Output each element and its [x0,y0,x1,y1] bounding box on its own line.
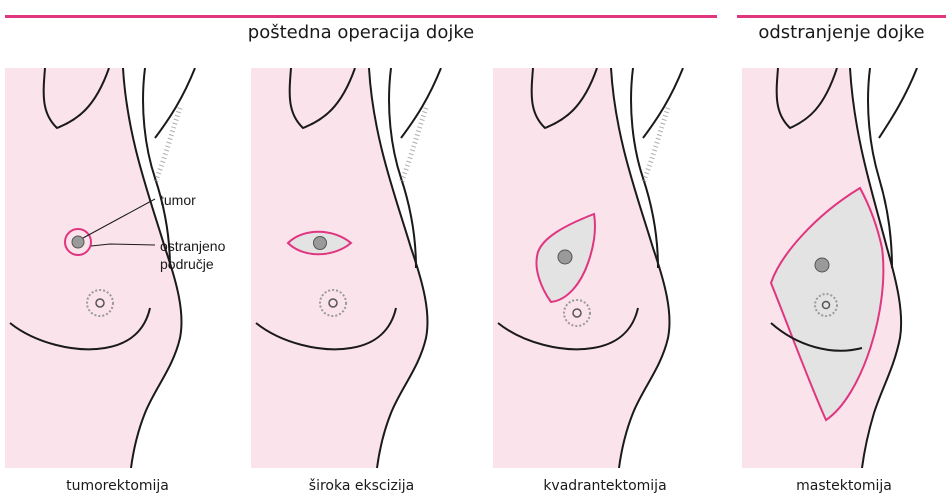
tumor [72,236,84,248]
removed-area-label-line1: ostranjeno [160,237,225,255]
caption-wide-excision: široka ekscizija [251,478,472,494]
tumor [815,258,829,272]
caption-mastectomy: mastektomija [742,478,946,494]
tumor [558,250,572,264]
caption-lumpectomy: tumorektomija [5,478,230,494]
panel-wide-excision [251,68,472,468]
panel-mastectomy [742,68,946,468]
header-rule-conserving [5,15,717,18]
mastectomy-illustration [742,68,946,468]
header-breast-removal: odstranjenje dojke [737,22,946,43]
panel-quadrantectomy [493,68,717,468]
tumor-label: tumor [160,191,196,209]
removed-area-label-line2: područje [160,255,214,273]
header-breast-conserving-surgery: poštedna operacija dojke [5,22,717,43]
quadrantectomy-illustration [493,68,717,468]
tumor [314,237,327,250]
caption-quadrantectomy: kvadrantektomija [493,478,717,494]
header-rule-removal [737,15,946,18]
wide-excision-illustration [251,68,472,468]
